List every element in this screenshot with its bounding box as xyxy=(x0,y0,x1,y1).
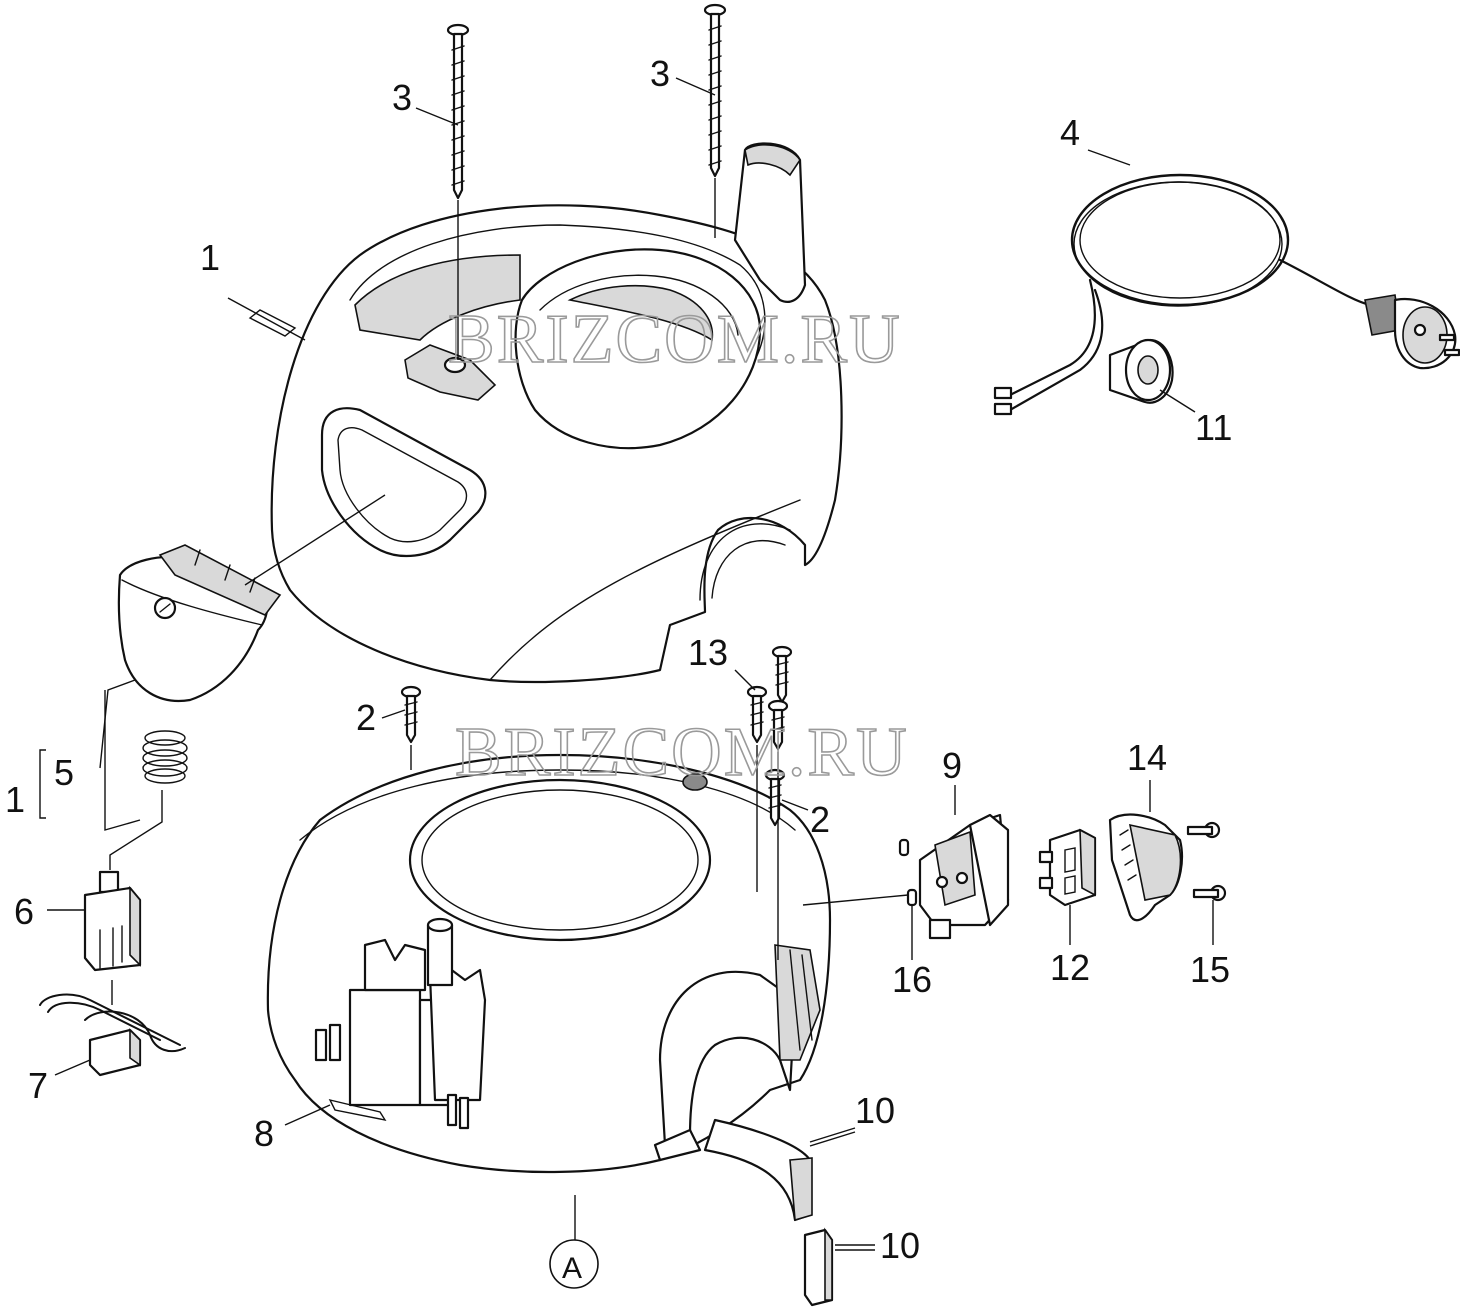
callout-12: 12 xyxy=(1050,947,1090,988)
pin-16-bottom xyxy=(906,888,918,907)
callout-11: 11 xyxy=(1195,407,1232,448)
watermark-top: BRIZCOM.RU xyxy=(448,301,902,378)
carbon-brush xyxy=(83,870,142,972)
screw-2-right xyxy=(764,768,786,827)
switch-bracket xyxy=(918,813,1010,940)
watermark-middle: BRIZCOM.RU xyxy=(455,714,909,791)
switch-unit xyxy=(1038,828,1097,907)
callout-10-bottom: 10 xyxy=(880,1225,920,1266)
upper-housing xyxy=(270,142,843,684)
callout-a: A xyxy=(562,1252,582,1285)
spring xyxy=(142,730,188,784)
brush-cap xyxy=(117,544,282,703)
ferrite-ring xyxy=(1108,338,1174,404)
callout-7: 7 xyxy=(28,1065,48,1106)
long-screw-left xyxy=(446,23,470,200)
callout-10-top: 10 xyxy=(855,1090,895,1131)
callout-1-top: 1 xyxy=(200,237,220,278)
pin-16-top xyxy=(898,838,910,857)
screw-15-bottom xyxy=(1192,884,1227,902)
screw-13-a xyxy=(771,645,793,704)
callout-3-right: 3 xyxy=(650,53,670,94)
callout-2-right: 2 xyxy=(810,799,830,840)
screw-13-b xyxy=(746,685,768,744)
screw-13-c xyxy=(767,699,789,751)
rubber-pad xyxy=(803,1227,834,1307)
brush-clip xyxy=(39,993,186,1077)
callout-1-left: 1 xyxy=(5,779,25,820)
leader-lines xyxy=(39,77,1214,1251)
callout-3-left: 3 xyxy=(392,77,412,118)
callout-15: 15 xyxy=(1190,949,1230,990)
callout-2-left: 2 xyxy=(356,697,376,738)
power-cord xyxy=(993,173,1460,416)
long-screw-right xyxy=(703,3,727,178)
callout-5: 5 xyxy=(54,752,74,793)
callout-13: 13 xyxy=(688,632,728,673)
callout-16: 16 xyxy=(892,959,932,1000)
callout-14: 14 xyxy=(1127,737,1167,778)
callout-8: 8 xyxy=(254,1113,274,1154)
callout-4: 4 xyxy=(1060,112,1080,153)
callout-9: 9 xyxy=(942,745,962,786)
screw-2-left xyxy=(400,685,422,744)
screw-15-top xyxy=(1186,821,1221,839)
assembly-marker-a: A xyxy=(549,1239,599,1289)
switch-cover xyxy=(1108,813,1184,922)
lower-housing xyxy=(266,753,832,1174)
callout-6: 6 xyxy=(14,891,34,932)
wheel-skid xyxy=(703,1118,813,1222)
